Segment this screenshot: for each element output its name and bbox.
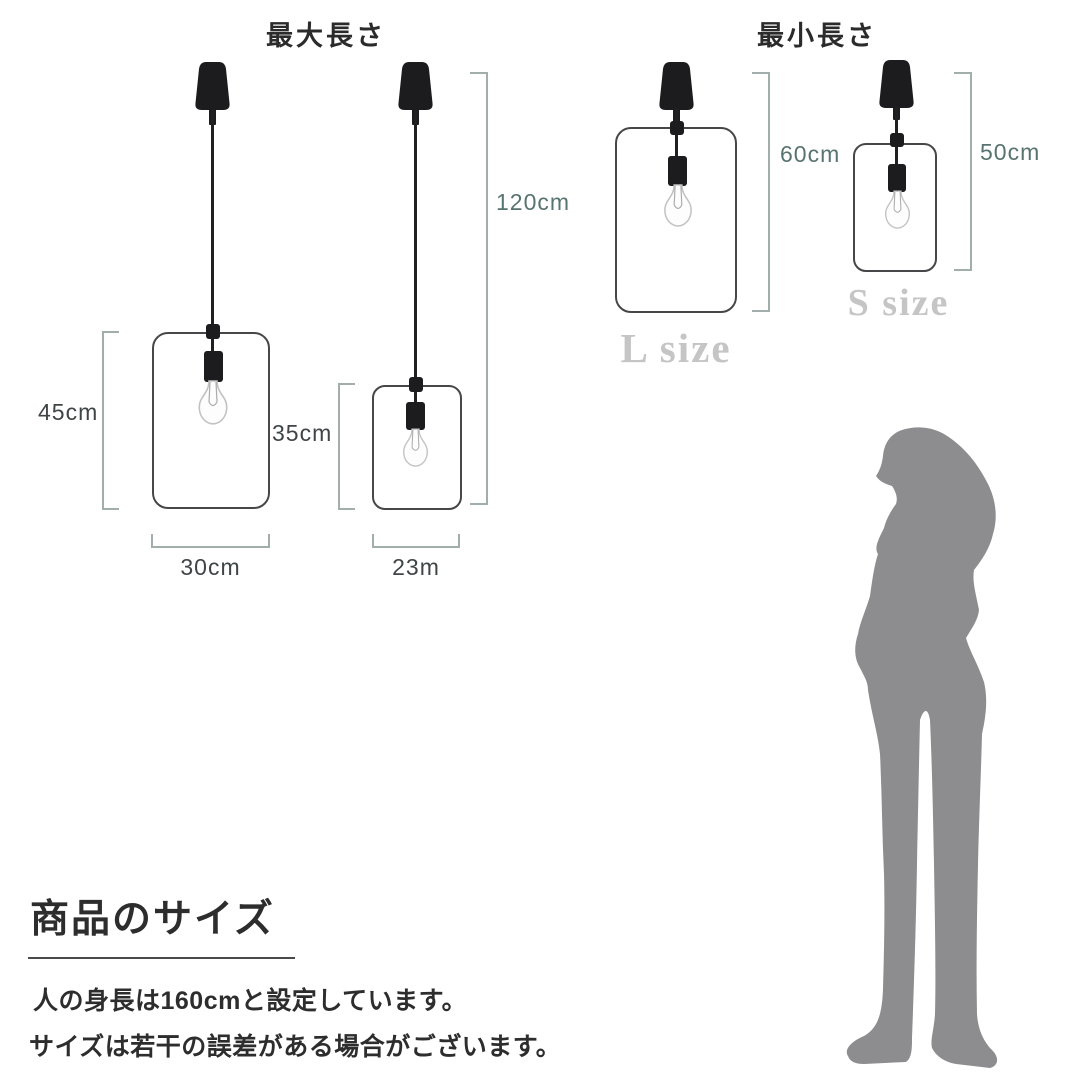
dimension-bracket-120cm bbox=[470, 72, 488, 505]
dimension-label-min-l-total: 60cm bbox=[780, 141, 841, 167]
min-length-title: 最小長さ bbox=[757, 21, 877, 51]
light-bulb-icon bbox=[882, 190, 913, 232]
dimension-label-s-height: 35cm bbox=[272, 420, 333, 446]
dimension-bracket-45cm bbox=[102, 331, 119, 510]
light-bulb-icon bbox=[660, 184, 696, 230]
ceiling-cap-icon bbox=[876, 60, 917, 108]
light-bulb-icon bbox=[195, 380, 231, 428]
footer-note-1: 人の身長は160cmと設定しています。 bbox=[33, 987, 468, 1015]
size-label-l: L size bbox=[620, 325, 732, 371]
dimension-bracket-35cm bbox=[338, 383, 355, 510]
bulb-socket bbox=[668, 156, 687, 186]
bulb-socket bbox=[204, 351, 223, 382]
dimension-bracket-30cm bbox=[151, 534, 270, 548]
cord-knob bbox=[409, 377, 423, 392]
cord-knob bbox=[670, 121, 684, 135]
ceiling-cap-icon bbox=[656, 62, 697, 110]
power-cord bbox=[414, 110, 417, 405]
dimension-bracket-60cm bbox=[752, 72, 770, 312]
dimension-label-min-s-total: 50cm bbox=[980, 139, 1041, 165]
light-bulb-icon bbox=[400, 428, 431, 470]
power-cord bbox=[211, 110, 214, 354]
person-silhouette-icon bbox=[840, 424, 1012, 1079]
dimension-label-max-total: 120cm bbox=[496, 189, 571, 215]
footer-note-2: サイズは若干の誤差がある場合がございます。 bbox=[29, 1033, 562, 1061]
dimension-bracket-50cm bbox=[954, 72, 972, 271]
dimension-label-l-height: 45cm bbox=[38, 399, 99, 425]
dimension-label-l-width: 30cm bbox=[180, 554, 241, 580]
bulb-socket bbox=[888, 164, 906, 192]
ceiling-cap-icon bbox=[192, 62, 233, 110]
footer-heading: 商品のサイズ bbox=[28, 888, 295, 959]
ceiling-cap-icon bbox=[395, 62, 436, 110]
cord-knob bbox=[890, 133, 904, 147]
max-length-title: 最大長さ bbox=[266, 21, 386, 51]
dimension-bracket-23m bbox=[372, 534, 460, 548]
dimension-label-s-width: 23m bbox=[392, 554, 440, 580]
cord-knob bbox=[206, 324, 220, 339]
size-label-s: S size bbox=[847, 282, 950, 324]
bulb-socket bbox=[406, 402, 425, 430]
